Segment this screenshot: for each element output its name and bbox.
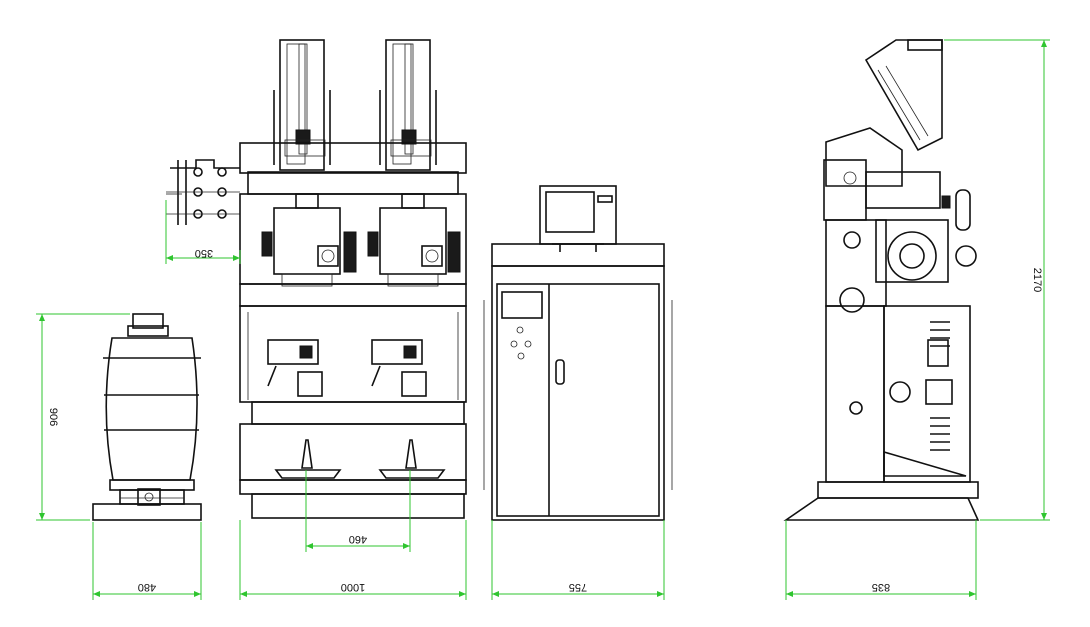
dim-label-480: 480 [138,581,156,593]
left-column [273,39,331,171]
front-view-machine [166,39,467,519]
dim-label-1000: 1000 [341,581,365,593]
dim-label-755: 755 [569,581,587,593]
filling-head-right [367,193,461,287]
clamp-left [267,339,323,397]
dim-label-460: 460 [349,533,367,545]
dim-label-906: 906 [47,408,59,426]
dim-label-835: 835 [872,581,890,593]
dim-label-350: 350 [195,247,213,259]
right-column [379,39,437,171]
filling-head-left [261,193,357,287]
dim-label-2170: 2170 [1031,268,1043,292]
extractor-piping [166,159,240,225]
heat-sink-fins [930,321,950,451]
dimension-lines [36,39,1050,600]
side-view-machine [783,39,980,521]
outlets [274,439,446,479]
clamp-right [371,339,427,397]
tilted-hopper [864,39,943,152]
powder-drum [92,313,202,521]
control-cabinet [483,185,673,521]
